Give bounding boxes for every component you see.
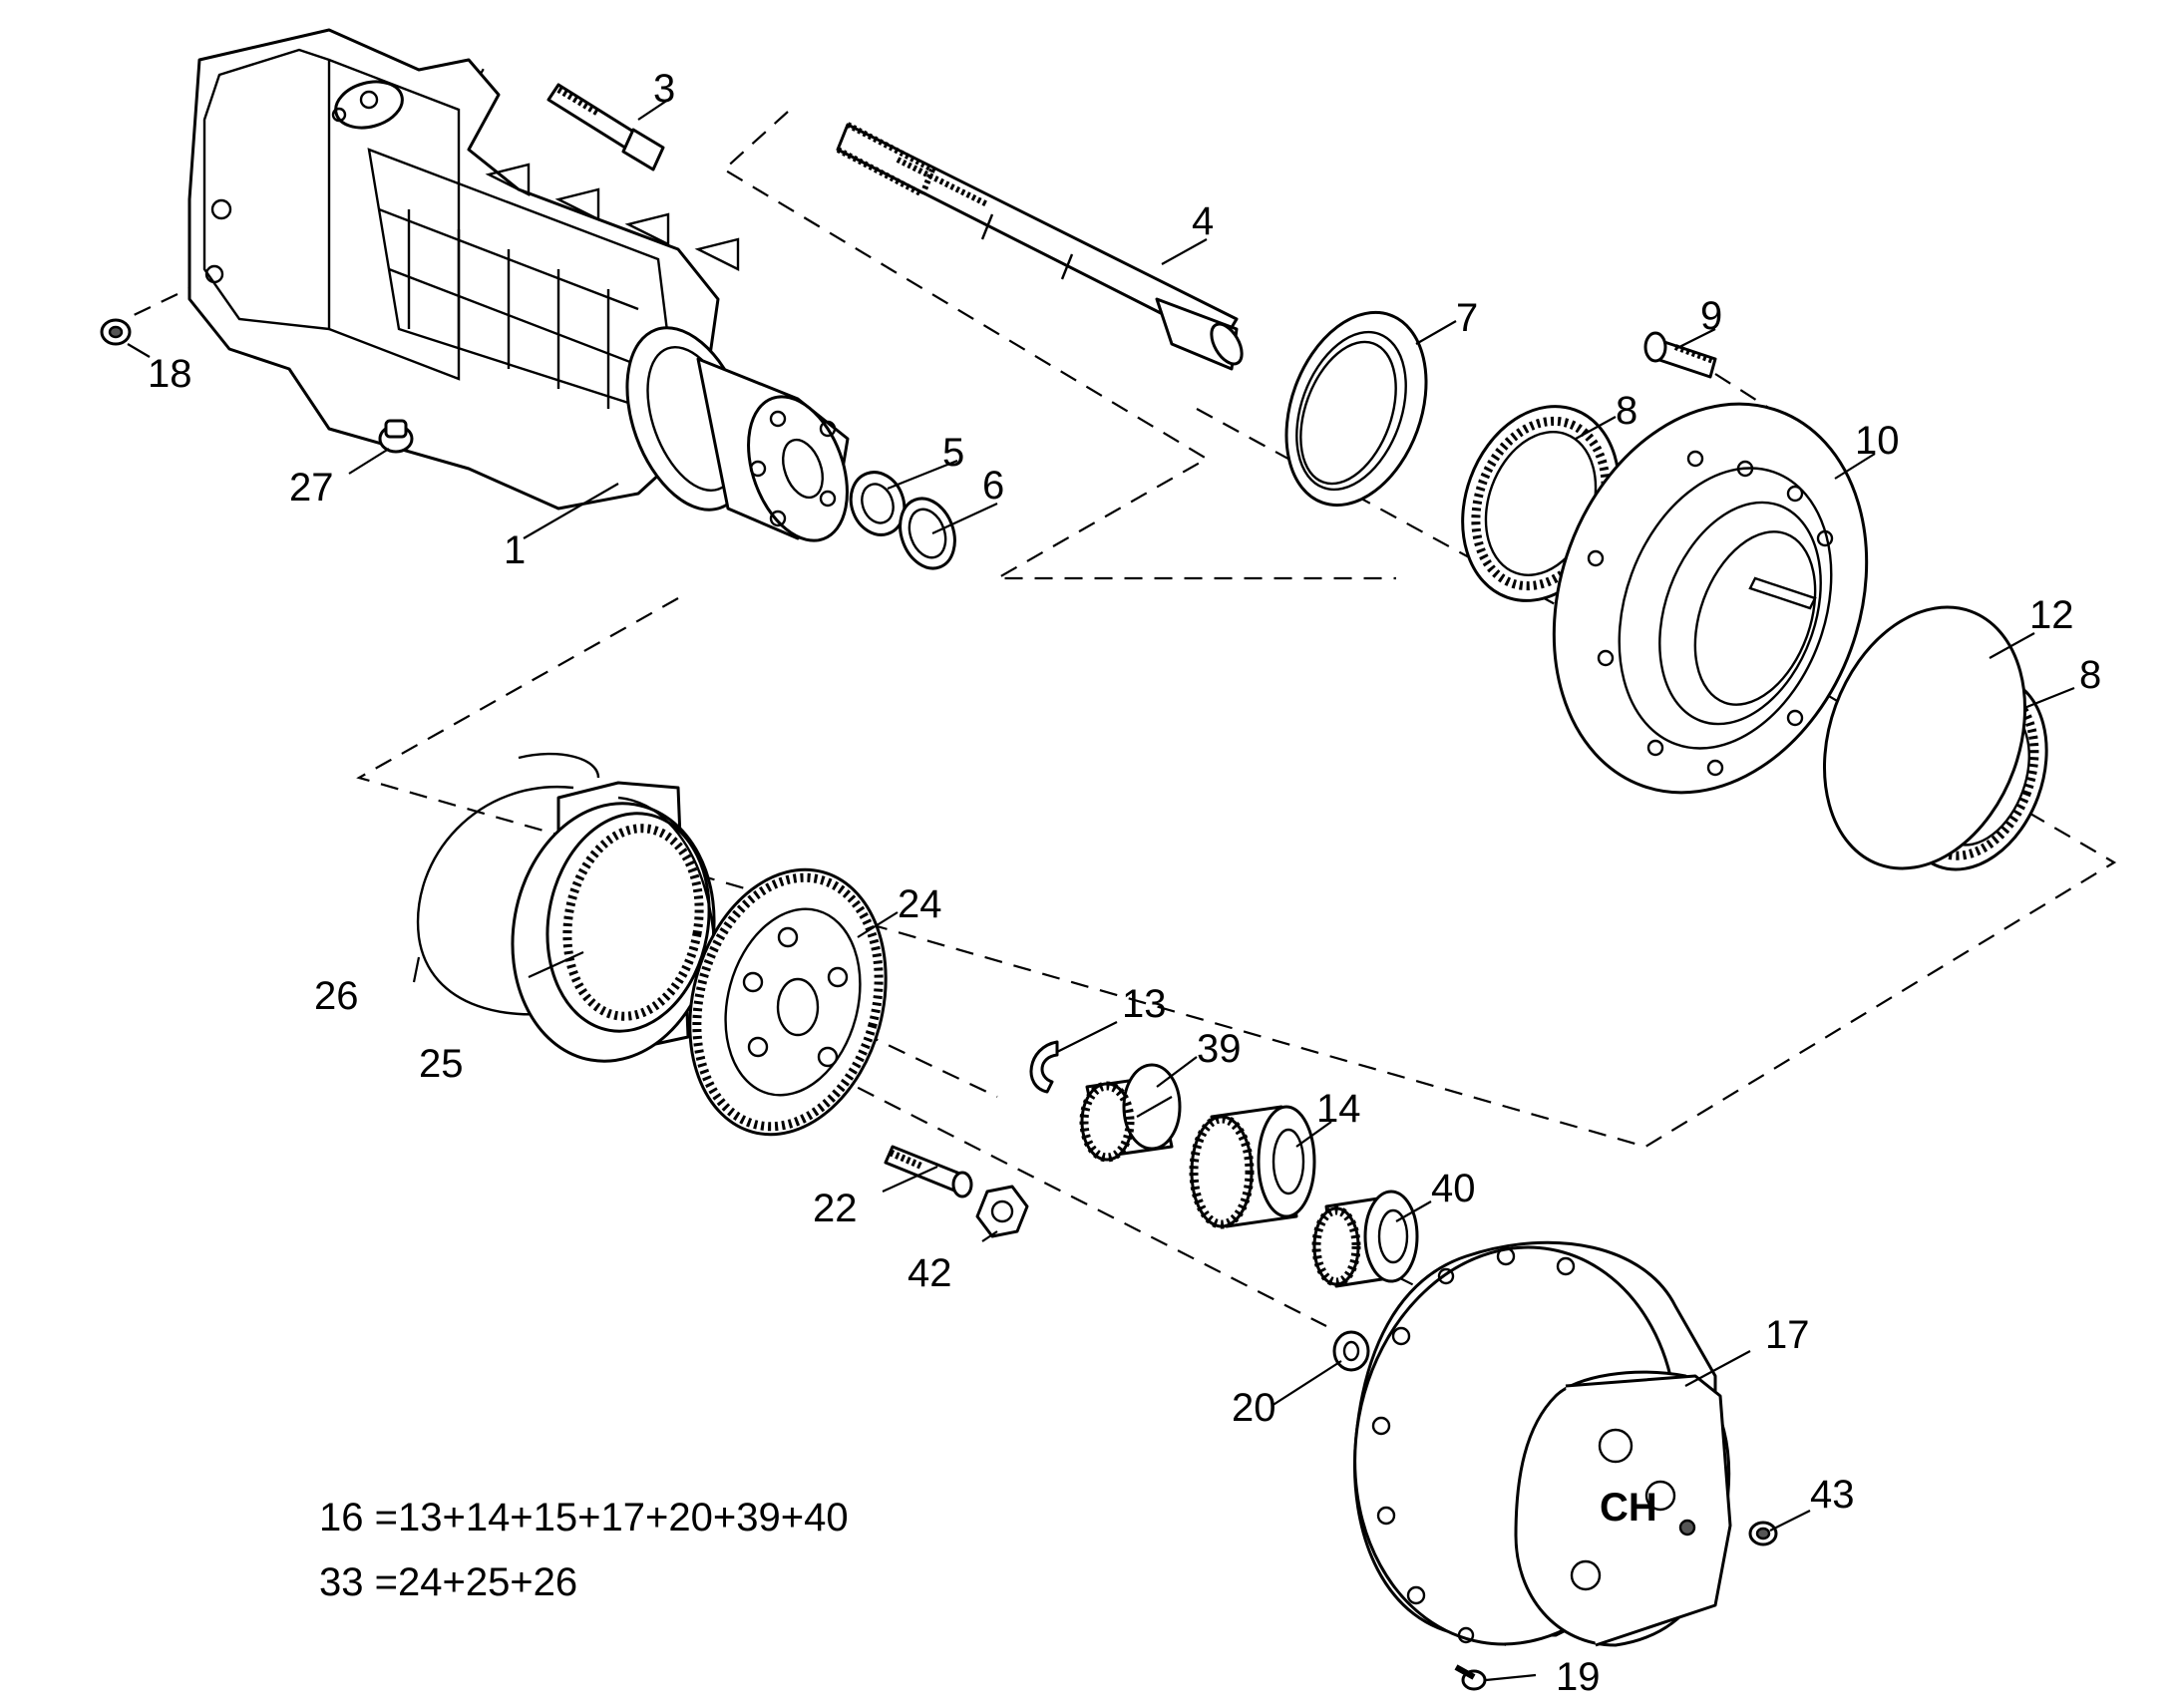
callout-18: 18 xyxy=(148,352,192,396)
callout-43: 43 xyxy=(1810,1473,1855,1517)
callout-8-upper: 8 xyxy=(1616,389,1637,433)
callout-17: 17 xyxy=(1765,1313,1810,1357)
callout-40: 40 xyxy=(1431,1167,1476,1210)
callout-4: 4 xyxy=(1192,199,1214,243)
brand-logo: CH xyxy=(1600,1486,1657,1530)
snap-ring-26 xyxy=(416,752,600,1016)
ring-gear-25 xyxy=(511,781,716,1063)
wheel-hub-10 xyxy=(1552,402,1869,795)
callout-3: 3 xyxy=(653,67,675,111)
callout-20: 20 xyxy=(1232,1386,1276,1430)
callout-9: 9 xyxy=(1700,294,1722,338)
axle-housing xyxy=(187,28,850,542)
callout-27: 27 xyxy=(289,466,334,510)
callout-numbers: 1 3 4 5 6 7 8 9 10 12 8 13 39 14 40 17 1… xyxy=(148,67,2101,1699)
plug-18 xyxy=(100,318,132,346)
planet-gear-14 xyxy=(1189,1105,1316,1229)
callout-13: 13 xyxy=(1122,982,1167,1026)
callout-25: 25 xyxy=(419,1042,464,1086)
callout-8-lower: 8 xyxy=(2079,653,2101,697)
kit-33-formula: 33 =24+25+26 xyxy=(319,1560,577,1604)
callout-22: 22 xyxy=(813,1187,858,1230)
stud-9 xyxy=(1643,331,1717,379)
callout-26: 26 xyxy=(314,974,359,1018)
callout-6: 6 xyxy=(982,464,1004,508)
nut-42 xyxy=(975,1185,1029,1238)
callout-19: 19 xyxy=(1556,1655,1601,1699)
callout-42: 42 xyxy=(908,1251,952,1295)
washer-20 xyxy=(1332,1330,1370,1372)
callout-10: 10 xyxy=(1855,419,1900,463)
plug-27 xyxy=(378,419,414,454)
callout-39: 39 xyxy=(1197,1027,1242,1071)
planetary-housing-17: CH xyxy=(1353,1240,1732,1647)
shaft-4 xyxy=(836,122,1244,371)
gasket-12 xyxy=(1822,605,2027,870)
taper-bearing-39 xyxy=(1079,1063,1182,1163)
callout-12: 12 xyxy=(2029,593,2074,637)
callout-7: 7 xyxy=(1456,296,1478,340)
svg-text:CH: CH xyxy=(1600,1486,1657,1530)
screw-19 xyxy=(1454,1664,1487,1691)
callout-24: 24 xyxy=(898,882,942,926)
circlip-13 xyxy=(1029,1040,1059,1094)
leader-lines xyxy=(127,99,2075,1682)
planet-carrier-24 xyxy=(688,867,888,1137)
callout-14: 14 xyxy=(1316,1087,1361,1131)
kit-16-formula: 16 =13+14+15+17+20+39+40 xyxy=(319,1496,849,1539)
taper-bearing-40 xyxy=(1311,1190,1419,1288)
stud-22 xyxy=(884,1145,973,1198)
plug-43 xyxy=(1748,1521,1778,1546)
kit-legend: 16 =13+14+15+17+20+39+40 33 =24+25+26 xyxy=(319,1496,849,1604)
callout-1: 1 xyxy=(504,528,526,572)
callout-5: 5 xyxy=(942,431,964,475)
bolt-3 xyxy=(546,83,665,171)
seal-7 xyxy=(1284,310,1428,508)
